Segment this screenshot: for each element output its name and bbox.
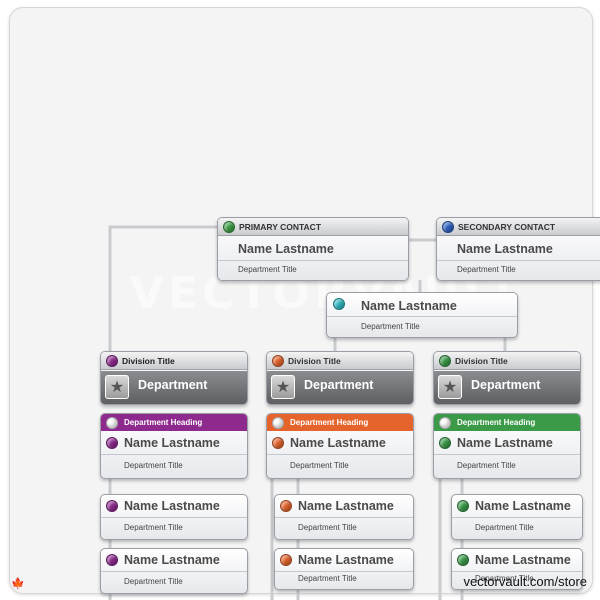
assistant-card[interactable]: Name Lastname Department Title (326, 292, 518, 338)
department-label: Department (471, 378, 541, 392)
division-card[interactable]: Division Title ★ Department (266, 351, 414, 405)
status-dot-icon (442, 221, 454, 233)
division-title: Division Title (101, 352, 247, 370)
status-dot-icon (439, 437, 451, 449)
head-title: Department Title (290, 461, 349, 470)
maple-leaf-icon: 🍁 (11, 578, 25, 590)
staff-card[interactable]: Name Lastname Department Title (274, 548, 414, 590)
staff-name: Name Lastname (124, 553, 220, 567)
status-dot-icon (272, 437, 284, 449)
staff-name: Name Lastname (298, 499, 394, 513)
contact-title: Department Title (238, 265, 297, 274)
staff-card[interactable]: Name Lastname Department Title (451, 494, 583, 540)
assistant-name: Name Lastname (361, 299, 457, 313)
status-dot-icon (106, 355, 118, 367)
secondary-contact-card[interactable]: SECONDARY CONTACT Name Lastname Departme… (436, 217, 600, 281)
department-heading: Department Heading (267, 414, 413, 431)
staff-name: Name Lastname (298, 553, 394, 567)
status-dot-icon (457, 500, 469, 512)
staff-card[interactable]: Name Lastname Department Title (100, 494, 248, 540)
status-dot-icon (106, 500, 118, 512)
primary-contact-card[interactable]: PRIMARY CONTACT Name Lastname Department… (217, 217, 409, 281)
connector-left (108, 225, 217, 352)
department-heading: Department Heading (434, 414, 580, 431)
store-url: vectorvault.com/store (463, 574, 587, 589)
division-card[interactable]: Division Title ★ Department (433, 351, 581, 405)
staff-title: Department Title (475, 574, 534, 583)
department-label: Department (138, 378, 208, 392)
head-title: Department Title (124, 461, 183, 470)
head-name: Name Lastname (457, 436, 553, 450)
assistant-title: Department Title (361, 322, 420, 331)
department-heading: Department Heading (101, 414, 247, 431)
star-icon: ★ (438, 375, 462, 399)
department-head-card[interactable]: Department Heading Name Lastname Departm… (100, 413, 248, 479)
status-dot-icon (439, 417, 451, 429)
head-name: Name Lastname (124, 436, 220, 450)
department-label: Department (304, 378, 374, 392)
staff-card[interactable]: Name Lastname Department Title (274, 494, 414, 540)
status-dot-icon (106, 437, 118, 449)
department-head-card[interactable]: Department Heading Name Lastname Departm… (266, 413, 414, 479)
head-title: Department Title (457, 461, 516, 470)
star-icon: ★ (271, 375, 295, 399)
department-head-card[interactable]: Department Heading Name Lastname Departm… (433, 413, 581, 479)
contact-name: Name Lastname (457, 242, 553, 256)
star-icon: ★ (105, 375, 129, 399)
division-card[interactable]: Division Title ★ Department (100, 351, 248, 405)
staff-title: Department Title (298, 574, 357, 583)
staff-title: Department Title (475, 523, 534, 532)
department-bar: ★ Department (101, 371, 247, 404)
staff-title: Department Title (298, 523, 357, 532)
staff-name: Name Lastname (475, 499, 571, 513)
division-title: Division Title (267, 352, 413, 370)
contact-name: Name Lastname (238, 242, 334, 256)
status-dot-icon (106, 417, 118, 429)
department-bar: ★ Department (434, 371, 580, 404)
staff-title: Department Title (124, 523, 183, 532)
staff-card[interactable]: Name Lastname Department Title (451, 548, 583, 590)
status-dot-icon (457, 554, 469, 566)
division-title: Division Title (434, 352, 580, 370)
status-dot-icon (439, 355, 451, 367)
staff-card[interactable]: Name Lastname Department Title (100, 548, 248, 594)
department-bar: ★ Department (267, 371, 413, 404)
contact-title: Department Title (457, 265, 516, 274)
head-name: Name Lastname (290, 436, 386, 450)
primary-contact-header: PRIMARY CONTACT (218, 218, 408, 236)
status-dot-icon (272, 355, 284, 367)
staff-name: Name Lastname (475, 553, 571, 567)
status-dot-icon (106, 554, 118, 566)
staff-title: Department Title (124, 577, 183, 586)
staff-name: Name Lastname (124, 499, 220, 513)
status-dot-icon (272, 417, 284, 429)
secondary-contact-header: SECONDARY CONTACT (437, 218, 600, 236)
status-dot-icon (223, 221, 235, 233)
status-dot-icon (280, 500, 292, 512)
status-dot-icon (280, 554, 292, 566)
status-dot-icon (333, 298, 345, 310)
